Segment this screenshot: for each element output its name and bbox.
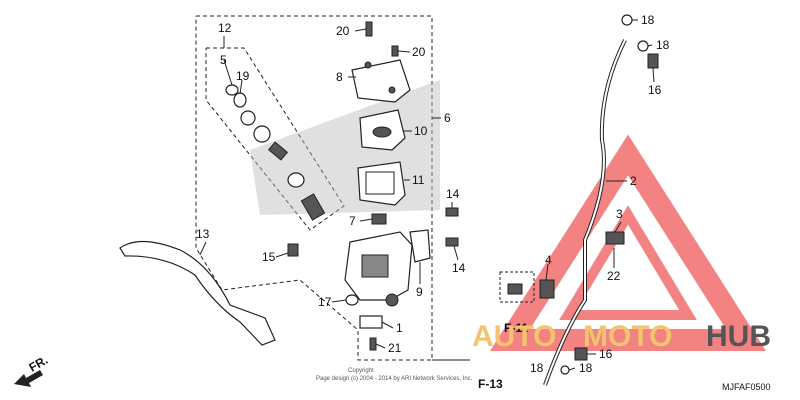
watermark-hub: HUB <box>706 320 771 353</box>
reservoir-cap <box>351 59 411 103</box>
callout-5: 5 <box>220 53 227 67</box>
screw-20b <box>391 45 399 57</box>
copyright-line1: Copyright <box>348 368 374 374</box>
callout-20b: 20 <box>412 45 426 59</box>
brake-lever <box>119 240 276 346</box>
diagram-code: MJFAF0500 <box>722 382 771 392</box>
ref-f11: F-11 <box>504 321 528 335</box>
callout-2: 2 <box>630 174 637 188</box>
callout-12: 12 <box>218 21 232 35</box>
callout-18d: 18 <box>579 361 593 375</box>
copyright-line2: Page design (c) 2004 - 2014 by ARI Netwo… <box>316 376 473 382</box>
group-frame-6 <box>195 15 433 361</box>
group-frame-12 <box>205 47 345 231</box>
callout-11: 11 <box>412 173 425 187</box>
ref-f13: F-13 <box>478 377 503 391</box>
callout-10: 10 <box>414 124 428 138</box>
callout-19: 19 <box>236 69 250 83</box>
banjo-port <box>385 293 399 307</box>
callout-6: 6 <box>444 111 451 125</box>
bolt-16a <box>647 53 659 69</box>
callout-14b: 14 <box>452 261 466 275</box>
watermark-logo <box>489 134 767 351</box>
diaphragm-rib <box>365 171 395 195</box>
f11-box <box>499 271 535 303</box>
screw-21 <box>369 337 377 351</box>
callout-4: 4 <box>545 253 552 267</box>
callout-14a: 14 <box>446 187 460 201</box>
washer-18b <box>637 40 649 52</box>
clamp-4 <box>539 279 555 299</box>
callout-15: 15 <box>262 250 276 264</box>
switch-block <box>359 315 383 329</box>
callout-13: 13 <box>196 227 210 241</box>
callout-18b: 18 <box>656 38 670 52</box>
ref-fr: FR. <box>27 353 51 375</box>
reservoir-opening <box>361 254 389 278</box>
callout-18c: 18 <box>530 361 544 375</box>
washer-18a <box>621 14 633 26</box>
leader-lines <box>199 19 655 371</box>
watermark-text: AUTO MOTO HUB <box>472 320 771 353</box>
callout-7: 7 <box>349 214 356 228</box>
brake-hose <box>543 39 627 386</box>
callout-22: 22 <box>607 269 621 283</box>
watermark-auto: AUTO <box>472 320 556 353</box>
f11-bolt <box>507 283 523 295</box>
bolt-14a <box>445 207 459 217</box>
callout-16a: 16 <box>648 83 662 97</box>
callout-16b: 16 <box>599 347 613 361</box>
pivot-17 <box>345 294 359 306</box>
callout-8: 8 <box>336 70 343 84</box>
clamp-3 <box>605 231 625 245</box>
plate-hole <box>372 126 392 138</box>
callout-18a: 18 <box>641 13 655 27</box>
front-arrow-icon <box>14 370 43 387</box>
screw-20a <box>365 21 373 37</box>
callout-17: 17 <box>318 295 332 309</box>
cap-screw <box>364 61 372 69</box>
bolt-14b <box>445 237 459 247</box>
washer-18c <box>560 365 570 375</box>
callout-9: 9 <box>416 285 423 299</box>
callout-3: 3 <box>616 207 623 221</box>
callout-1: 1 <box>396 321 403 335</box>
switch-7 <box>371 213 387 225</box>
diaphragm <box>357 161 406 206</box>
bolt-15 <box>287 243 299 257</box>
callout-21: 21 <box>388 341 402 355</box>
cap-screw-2 <box>388 86 396 94</box>
watermark-moto: MOTO <box>583 320 672 353</box>
callout-20a: 20 <box>336 24 350 38</box>
holder-clamp <box>409 229 431 263</box>
